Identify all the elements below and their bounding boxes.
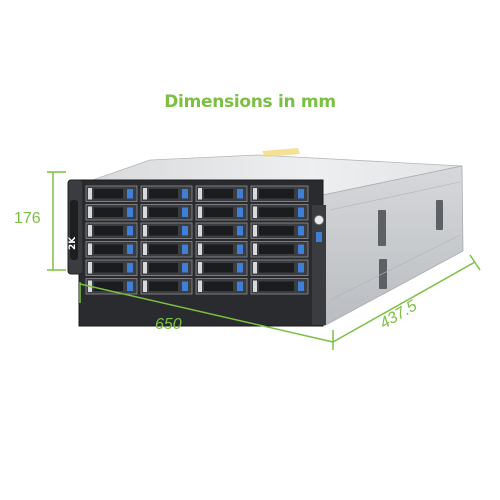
drive-bay[interactable] xyxy=(140,241,193,258)
logo-text: 2K xyxy=(68,236,78,250)
drive-bay[interactable] xyxy=(195,278,248,295)
drive-bay[interactable] xyxy=(250,259,309,276)
left-handle xyxy=(70,200,78,260)
drive-bay[interactable] xyxy=(250,185,309,202)
drive-bay[interactable] xyxy=(140,185,193,202)
drive-bay[interactable] xyxy=(140,222,193,239)
width-label: 650 xyxy=(155,316,182,333)
drive-bay[interactable] xyxy=(195,259,248,276)
drive-bay[interactable] xyxy=(195,241,248,258)
drive-bay[interactable] xyxy=(140,278,193,295)
power-button[interactable] xyxy=(314,215,324,225)
drive-bay-grid xyxy=(85,185,309,295)
drive-bay[interactable] xyxy=(195,204,248,221)
drive-bay[interactable] xyxy=(250,222,309,239)
drive-bay[interactable] xyxy=(250,241,309,258)
dimensions-title: Dimensions in mm xyxy=(164,92,336,112)
drive-bay[interactable] xyxy=(85,241,138,258)
drive-bay[interactable] xyxy=(195,222,248,239)
top-label xyxy=(262,148,300,157)
drive-bay[interactable] xyxy=(85,259,138,276)
drive-bay[interactable] xyxy=(250,204,309,221)
height-label: 176 xyxy=(14,210,41,227)
drive-bay[interactable] xyxy=(85,204,138,221)
status-led xyxy=(316,232,322,242)
drive-bay[interactable] xyxy=(140,204,193,221)
drive-bay[interactable] xyxy=(85,222,138,239)
drive-bay[interactable] xyxy=(140,259,193,276)
drive-bay[interactable] xyxy=(195,185,248,202)
drive-bay[interactable] xyxy=(85,185,138,202)
drive-bay[interactable] xyxy=(250,278,309,295)
drive-bay[interactable] xyxy=(85,278,138,295)
